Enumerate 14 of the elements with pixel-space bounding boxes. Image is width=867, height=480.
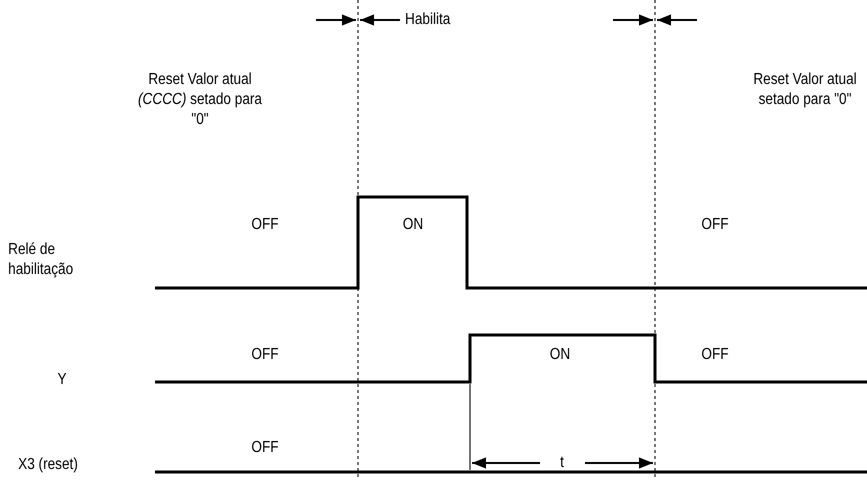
signal-state: OFF xyxy=(250,345,280,365)
signal-state: OFF xyxy=(250,215,280,235)
dimension-label: t xyxy=(559,453,565,473)
signal-name: Y xyxy=(56,370,68,390)
annotation-text: Reset Valor atual (CCCC) setado para "0" xyxy=(137,70,263,130)
signal-state: ON xyxy=(548,345,572,365)
signal-state: OFF xyxy=(700,215,730,235)
annotation-text: Reset Valor atual setado para "0" xyxy=(752,70,858,110)
annotation-text: Habilita xyxy=(405,10,450,30)
signal-state: OFF xyxy=(700,345,730,365)
signal-name: X3 (reset) xyxy=(17,455,79,475)
signal-state: ON xyxy=(402,215,424,235)
signal-name: Relé de habilitação xyxy=(8,240,74,280)
signal-state: OFF xyxy=(250,438,280,458)
